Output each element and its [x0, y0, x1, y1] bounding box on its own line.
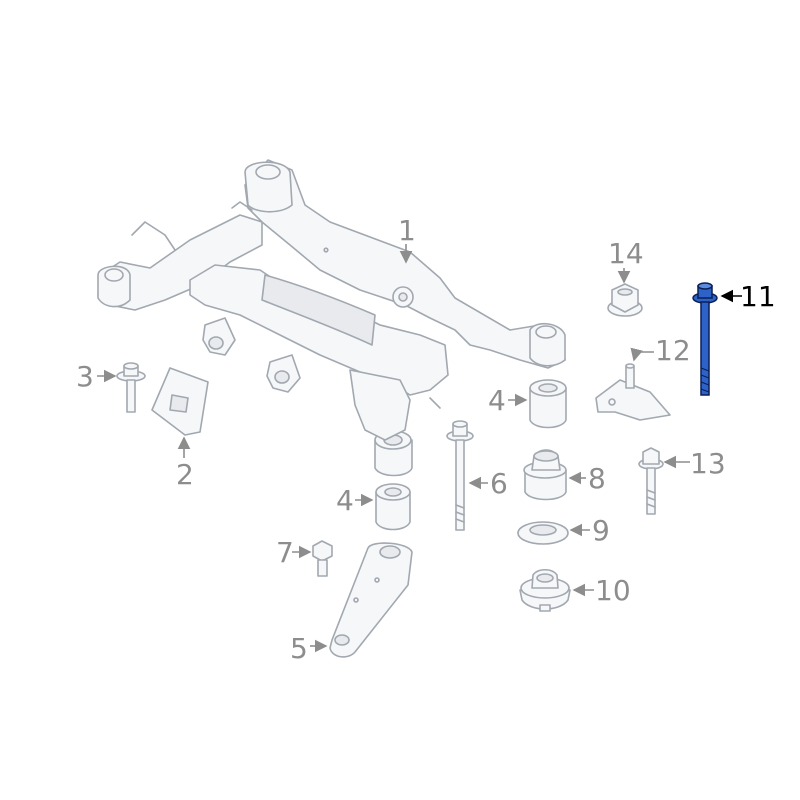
callout-8: 8 — [588, 462, 606, 495]
cup-mount-part-8[interactable] — [523, 449, 567, 501]
washer-part-9[interactable] — [517, 521, 569, 545]
stud-bracket-part-12[interactable] — [595, 363, 671, 421]
bushing-part-4-lower[interactable] — [375, 483, 411, 531]
callout-1: 1 — [398, 214, 416, 247]
callout-4-lower: 4 — [336, 484, 354, 517]
callout-11-active: 11 — [740, 280, 776, 313]
callout-4-upper: 4 — [488, 384, 506, 417]
callout-7: 7 — [276, 536, 294, 569]
short-bolt-part-3[interactable] — [116, 362, 146, 413]
subframe-part-1[interactable] — [97, 159, 566, 477]
callout-9: 9 — [592, 514, 610, 547]
callout-3: 3 — [76, 360, 94, 393]
callout-12: 12 — [655, 334, 691, 367]
bushing-part-4-upper[interactable] — [529, 379, 567, 429]
control-arm-part-5[interactable] — [329, 542, 413, 658]
leader-lines — [97, 244, 742, 653]
bolt-part-13[interactable] — [638, 447, 664, 515]
long-bolt-part-11-highlighted[interactable] — [692, 282, 718, 396]
callout-6: 6 — [490, 467, 508, 500]
long-bolt-part-6[interactable] — [446, 420, 474, 531]
callout-2: 2 — [176, 458, 194, 491]
small-bolt-part-7[interactable] — [312, 540, 333, 577]
callout-10: 10 — [595, 574, 631, 607]
nut-part-14[interactable] — [607, 283, 643, 317]
callout-13: 13 — [690, 447, 726, 480]
flanged-mount-part-10[interactable] — [519, 568, 571, 612]
callout-5: 5 — [290, 632, 308, 665]
bracket-plate-part-2[interactable] — [151, 367, 209, 436]
callout-14: 14 — [608, 237, 644, 270]
